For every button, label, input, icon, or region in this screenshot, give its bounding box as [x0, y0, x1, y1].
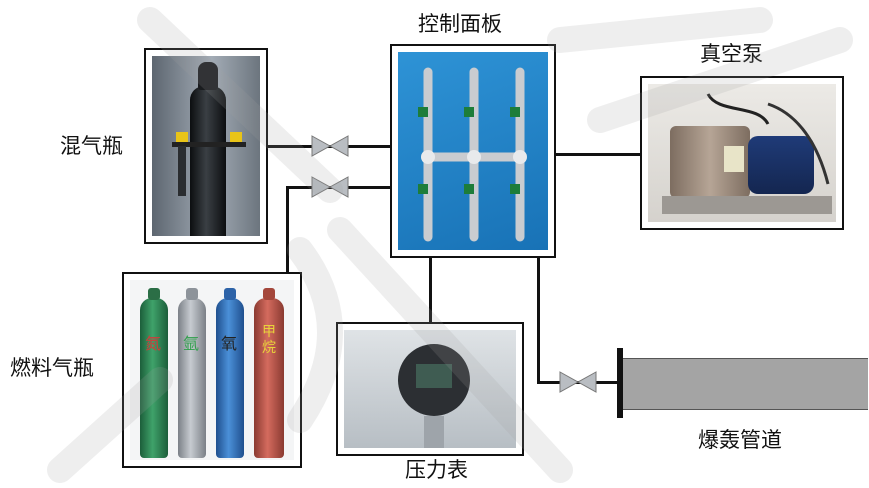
control-panel-photo	[398, 52, 548, 250]
label-control-panel: 控制面板	[418, 12, 502, 36]
vacuum-pump-photo	[648, 84, 836, 222]
valve-icon	[311, 176, 349, 198]
pump-label	[724, 146, 744, 172]
cylinder-label: 甲 烷	[262, 324, 276, 356]
label-vacuum-pump: 真空泵	[700, 42, 763, 66]
gauge-display	[416, 364, 452, 388]
cylinder-label: 氮	[145, 334, 162, 353]
cylinder	[254, 298, 284, 458]
cylinder-cap	[263, 288, 275, 300]
gauge-stem	[424, 416, 444, 448]
cylinder-cap	[224, 288, 236, 300]
pump-motor	[748, 136, 814, 194]
cylinder-cap	[148, 288, 160, 300]
valve-icon	[559, 371, 597, 393]
hose-icon	[706, 93, 830, 185]
mixed-bottle-body	[190, 86, 226, 236]
detonation-tube	[620, 358, 868, 410]
fuel-bottles-frame: 氮 氩 氧 甲 烷	[122, 272, 302, 468]
pump-base	[662, 196, 832, 214]
label-fuel-bottles: 燃料气瓶	[10, 356, 94, 380]
manifold-icon	[418, 67, 527, 242]
pressure-gauge-frame	[336, 322, 524, 456]
line-panel-to-gauge	[429, 258, 432, 322]
mixed-bottle-photo	[152, 56, 260, 236]
line-panel-to-pump	[556, 153, 640, 156]
cylinder-label: 氧	[221, 334, 238, 353]
cylinder	[140, 298, 168, 458]
cylinder	[216, 298, 244, 458]
label-detonation-tube: 爆轰管道	[698, 428, 782, 452]
bracket-icon	[230, 132, 242, 144]
fuel-bottles-photo: 氮 氩 氧 甲 烷	[130, 280, 294, 460]
tube-flange	[617, 348, 623, 418]
line-panel-down	[537, 258, 540, 384]
vacuum-pump-frame	[640, 76, 844, 230]
label-mixed-bottle: 混气瓶	[60, 134, 123, 158]
pressure-gauge-photo	[344, 330, 516, 448]
strap-icon	[178, 146, 186, 196]
cylinder-cap	[186, 288, 198, 300]
valve-icon	[311, 135, 349, 157]
bracket-icon	[176, 132, 188, 144]
strap-icon	[172, 142, 246, 147]
cylinder	[178, 298, 206, 458]
control-panel-frame	[390, 44, 556, 258]
label-pressure-gauge: 压力表	[405, 458, 468, 482]
mixed-bottle-frame	[144, 48, 268, 244]
line-fuel-riser	[286, 186, 289, 272]
mixed-bottle-cap	[198, 62, 218, 90]
cylinder-label: 氩	[183, 334, 200, 353]
